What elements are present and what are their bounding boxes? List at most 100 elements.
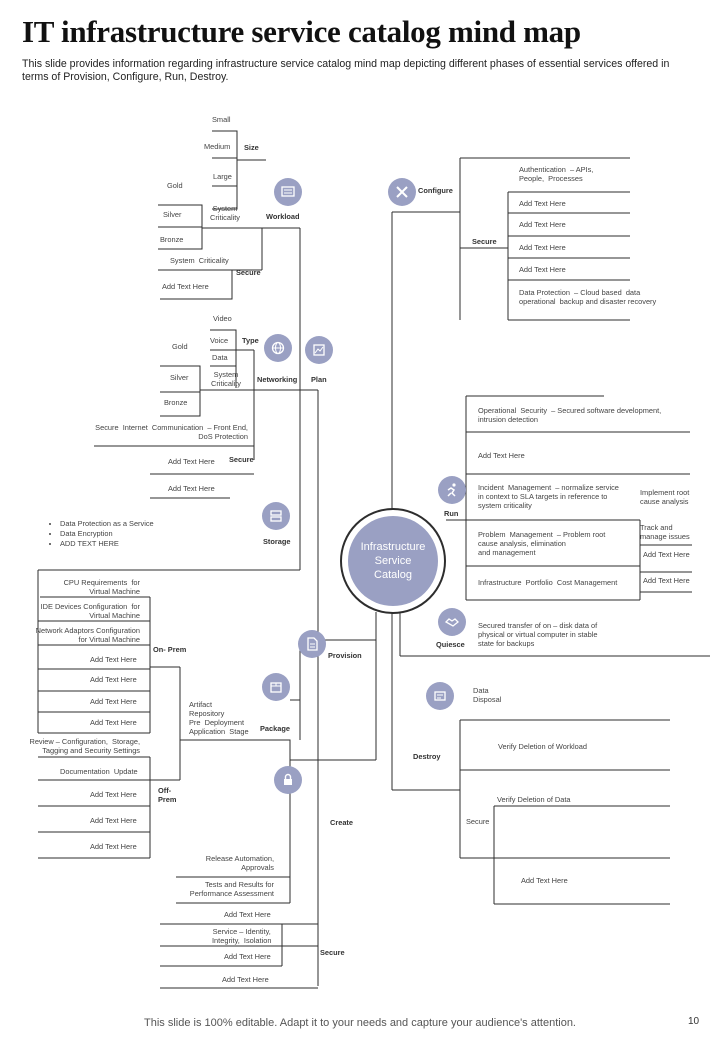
run-item: Operational Security – Secured software … [478,406,662,424]
lock-icon [274,766,302,794]
create-secure-item: Add Text Here [224,910,271,919]
destroy-verify-workload: Verify Deletion of Workload [498,742,588,751]
package-icon [262,673,290,701]
create-item: Release Automation, Approvals [205,854,274,872]
network-type-voice: Voice [210,336,229,345]
network-secure-communication: Secure Internet Communication – Front En… [95,423,248,441]
on-prem-item: Add Text Here [90,675,137,684]
workload-tier-gold: Gold [167,181,183,190]
page-subtitle: This slide provides information regardin… [22,58,670,83]
workload-size-medium: Medium [204,142,231,151]
run-item: Infrastructure Portfolio Cost Management [478,578,618,587]
handshake-icon [438,608,466,636]
plan-icon [305,336,333,364]
label-workload: Workload [266,212,300,221]
off-prem-item: Add Text Here [90,816,137,825]
workload-size-small: Small [212,115,231,124]
network-tier-gold: Gold [172,342,188,351]
off-prem-item: Review – Configuration, Storage, Tagging… [29,737,140,755]
storage-bullet: Data Protection as a Service [60,519,154,529]
on-prem-item: Network Adaptors Configuration for Virtu… [35,626,140,644]
create-item: Tests and Results for Performance Assess… [189,880,274,898]
label-networking-secure: Secure [229,455,254,464]
workload-system-criticality-2: System Criticality [170,256,229,265]
on-prem-item: CPU Requirements for Virtual Machine [63,578,140,596]
workload-size-large: Large [213,172,232,181]
destroy-verify-data: Verify Deletion of Data [497,795,571,804]
label-on-prem: On- Prem [153,645,187,654]
run-side-item: Implement root cause analysis [640,488,690,506]
workload-icon [274,178,302,206]
off-prem-item: Add Text Here [90,842,137,851]
run-side-item: Track and manage issues [640,523,690,541]
page-title: IT infrastructure service catalog mind m… [22,14,581,49]
create-secure-item: Service – Identity, Integrity, Isolation [212,927,272,945]
workload-system-criticality: System Criticality [210,204,240,222]
on-prem-item: IDE Devices Configuration for Virtual Ma… [40,602,140,620]
network-tier-bronze: Bronze [164,398,188,407]
network-add-text-1: Add Text Here [168,457,215,466]
workload-tier-silver: Silver [163,210,182,219]
package-items: Artifact Repository Pre Deployment Appli… [189,700,249,736]
run-item: Add Text Here [478,451,525,460]
label-workload-secure: Secure [236,268,261,277]
network-tier-silver: Silver [170,373,189,382]
run-side-item: Add Text Here [643,576,690,585]
create-secure-item: Add Text Here [222,975,269,984]
storage-bullet: ADD TEXT HERE [60,539,154,549]
page-number: 10 [688,1016,700,1027]
workload-add-text: Add Text Here [162,282,209,291]
configure-item: Data Protection – Cloud based data opera… [519,288,657,306]
label-package: Package [260,724,290,733]
storage-bullet: Data Encryption [60,529,154,539]
label-type: Type [242,336,259,345]
label-off-prem: Off- Prem [158,786,177,804]
configure-item: Add Text Here [519,243,566,252]
label-configure: Configure [418,186,453,195]
on-prem-item: Add Text Here [90,697,137,706]
label-create: Create [330,818,354,827]
label-provision: Provision [328,651,362,660]
label-size: Size [244,143,259,152]
network-add-text-2: Add Text Here [168,484,215,493]
configure-item: Add Text Here [519,265,566,274]
label-configure-secure: Secure [472,237,497,246]
label-networking: Networking [257,375,298,384]
destroy-data-disposal: Data Disposal [473,686,502,704]
label-quiesce: Quiesce [436,640,465,649]
off-prem-item: Documentation Update [60,767,138,776]
center-node-label: Infrastructure Service Catalog [348,516,438,606]
networking-icon [264,334,292,362]
run-side-item: Add Text Here [643,550,690,559]
workload-tier-bronze: Bronze [160,235,184,244]
label-storage: Storage [263,537,291,546]
configure-item: Add Text Here [519,199,566,208]
create-secure-item: Add Text Here [224,952,271,961]
center-node: Infrastructure Service Catalog [340,508,446,614]
label-run: Run [444,509,459,518]
label-create-secure: Secure [320,948,345,957]
configure-item: Add Text Here [519,220,566,229]
run-item: Incident Management – normalize service … [478,483,619,510]
storage-bullet-list: Data Protection as a Service Data Encryp… [46,519,154,549]
off-prem-item: Add Text Here [90,790,137,799]
run-item: Problem Management – Problem root cause … [478,530,606,557]
label-destroy: Destroy [413,752,441,761]
label-plan: Plan [311,375,327,384]
configure-item: Authentication – APIs, People, Processes [519,165,594,183]
destroy-add-text: Add Text Here [521,876,568,885]
quiesce-item: Secured transfer of on – disk data of ph… [478,621,598,648]
run-icon [438,476,466,504]
data-disposal-icon [426,682,454,710]
provision-icon [298,630,326,658]
storage-icon [262,502,290,530]
network-type-data: Data [212,353,228,362]
network-system-criticality: System Criticality [211,370,241,388]
on-prem-item: Add Text Here [90,718,137,727]
network-type-video: Video [213,314,232,323]
tools-icon [388,178,416,206]
destroy-secure: Secure [466,817,490,826]
on-prem-item: Add Text Here [90,655,137,664]
footer-note: This slide is 100% editable. Adapt it to… [144,1017,576,1029]
